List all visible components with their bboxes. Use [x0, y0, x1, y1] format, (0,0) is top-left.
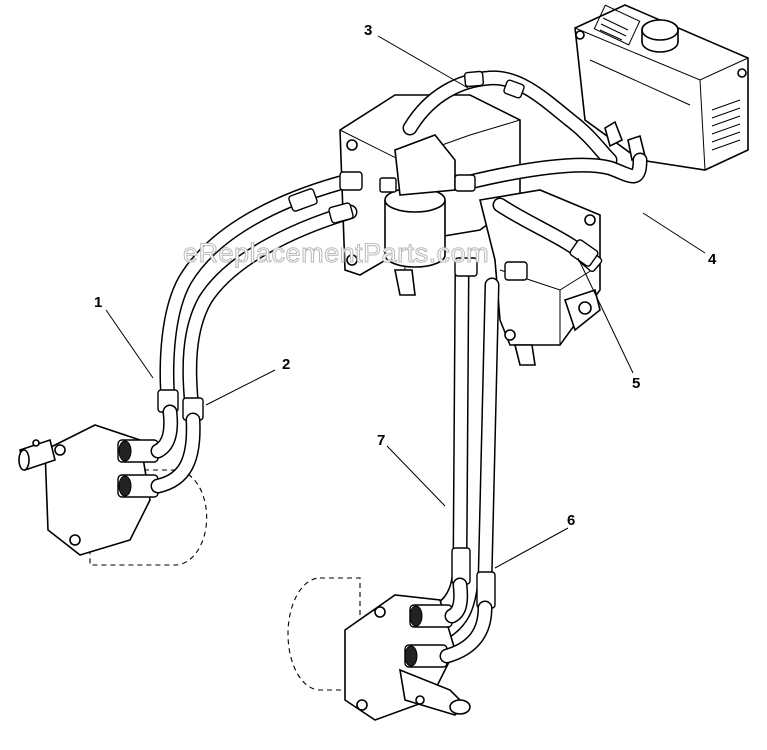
- bottom-wheel-motor: [287, 577, 493, 721]
- hose-1: [157, 175, 348, 413]
- leader-3: [377, 35, 469, 89]
- bottom-motor-shaft: [398, 668, 471, 716]
- bottom-motor-fittings: [404, 577, 493, 668]
- hose-2: [182, 202, 358, 421]
- leader-7: [386, 445, 446, 507]
- callout-2: 2: [282, 356, 290, 373]
- hose-3: [402, 70, 618, 168]
- hydraulic-reservoir: [574, 4, 749, 171]
- leader-1: [105, 309, 154, 379]
- left-wheel-motor: [18, 404, 208, 566]
- reservoir-fins: [711, 99, 741, 151]
- leader-6: [494, 527, 569, 569]
- leader-4: [642, 212, 706, 254]
- hose-7: [432, 262, 471, 618]
- callout-7: 7: [377, 432, 385, 449]
- leader-2: [205, 369, 276, 406]
- callout-4: 4: [708, 251, 717, 268]
- callout-3: 3: [364, 22, 372, 39]
- leader-5: [577, 257, 634, 374]
- left-motor-fittings: [117, 404, 201, 498]
- callout-1: 1: [94, 294, 102, 311]
- hydraulic-pump-assembly: [339, 94, 601, 366]
- callout-5: 5: [632, 375, 640, 392]
- callout-6: 6: [567, 512, 575, 529]
- watermark-text: eReplacementParts.com: [183, 238, 489, 268]
